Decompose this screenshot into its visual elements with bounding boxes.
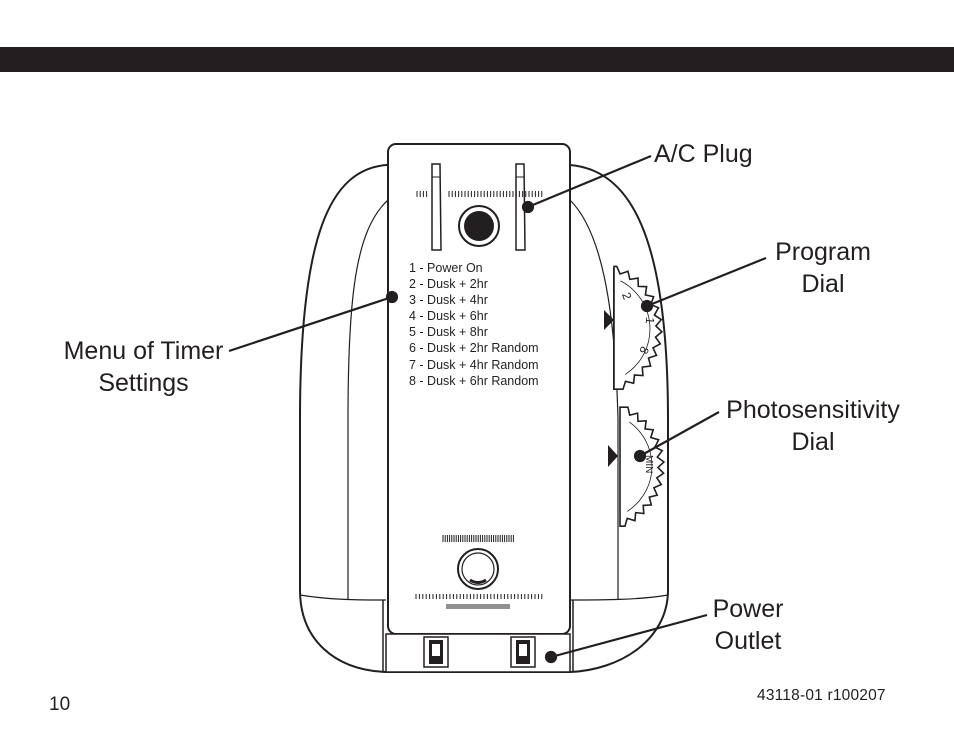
- ac-plug-prongs: [431, 163, 526, 251]
- timer-setting-item: 4 - Dusk + 6hr: [409, 309, 488, 324]
- program-dial-mark-1: 1: [643, 317, 658, 325]
- timer-setting-item: 6 - Dusk + 2hr Random: [409, 341, 539, 356]
- timer-setting-item: 2 - Dusk + 2hr: [409, 277, 488, 292]
- timer-setting-item: 1 - Power On: [409, 261, 483, 275]
- menu-of-timer-settings-label: Menu of Timer Settings: [63, 337, 224, 397]
- timer-setting-item: 7 - Dusk + 4hr Random: [409, 357, 539, 372]
- lower-tick-row-middle: [415, 594, 543, 599]
- plug-tick-row: [416, 191, 543, 197]
- housing-bottom-contour: [299, 594, 669, 601]
- power-outlet: [382, 600, 574, 673]
- housing-left-contour: [347, 199, 389, 600]
- timer-setting-item: 8 - Dusk + 6hr Random: [409, 373, 539, 388]
- power-outlet-label: Power Outlet: [712, 595, 784, 655]
- photo-dial-mark-min: MIN: [643, 455, 654, 473]
- ac-plug-label: A/C Plug: [654, 140, 753, 168]
- timer-setting-item: 3 - Dusk + 4hr: [409, 293, 488, 308]
- document-code: 43118-01 r100207: [757, 687, 886, 704]
- housing-right-contour: [569, 199, 619, 600]
- callout-leaders: [228, 154, 767, 664]
- program-dial-label: Program Dial: [775, 238, 871, 298]
- lower-tick-row-top: [442, 535, 514, 542]
- timer-settings-menu: 1 - Power On 2 - Dusk + 2hr 3 - Dusk + 4…: [409, 260, 539, 389]
- photosensitivity-dial-label: Photosensitivity Dial: [726, 396, 900, 456]
- photosensitivity-dial: MIN: [608, 406, 666, 527]
- program-dial-pointer: [604, 310, 614, 330]
- header-bar: [0, 47, 954, 72]
- timer-setting-item: 5 - Dusk + 8hr: [409, 325, 488, 340]
- photo-dial-pointer: [608, 445, 618, 467]
- program-dial-mark-2: 2: [619, 291, 635, 302]
- program-dial: 2 1 8: [604, 265, 664, 390]
- page-number: 10: [49, 694, 71, 715]
- lower-tick-row-bottom: [446, 604, 510, 609]
